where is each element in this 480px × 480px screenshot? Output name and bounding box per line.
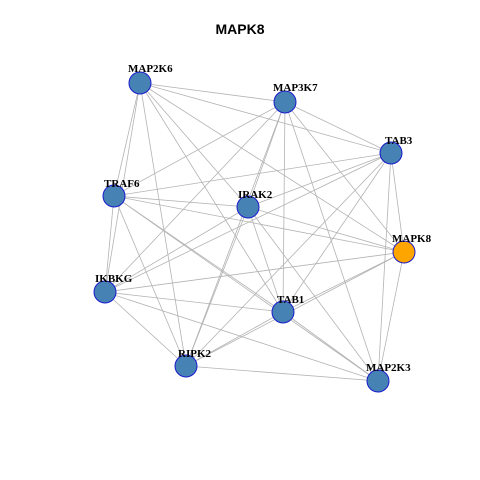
- edge-traf6-ripk2: [113, 195, 187, 367]
- node-layer: [93, 71, 416, 393]
- node-label-ripk2: RIPK2: [178, 348, 212, 360]
- edge-tab1-map2k3: [282, 311, 379, 382]
- edge-traf6-irak2: [113, 195, 249, 208]
- node-mapk8[interactable]: [392, 240, 416, 264]
- edge-map2k6-ikbkg: [104, 82, 141, 293]
- edge-irak2-mapk8: [247, 206, 405, 253]
- edge-map3k7-traf6: [113, 101, 286, 197]
- edge-map3k7-ikbkg: [104, 101, 286, 293]
- node-label-traf6: TRAF6: [104, 178, 140, 190]
- node-label-ikbkg: IKBKG: [95, 273, 133, 285]
- edge-traf6-map2k3: [113, 195, 379, 382]
- edge-ikbkg-tab1: [104, 291, 284, 313]
- node-label-tab1: TAB1: [277, 294, 304, 306]
- node-tab3[interactable]: [379, 141, 403, 165]
- node-map3k7[interactable]: [273, 90, 297, 114]
- node-map2k6[interactable]: [128, 71, 152, 95]
- edge-traf6-ikbkg: [104, 195, 115, 293]
- edge-irak2-ikbkg: [104, 206, 249, 293]
- edge-tab3-mapk8: [390, 152, 405, 253]
- node-label-tab3: TAB3: [385, 135, 413, 147]
- edge-tab1-ripk2: [185, 311, 284, 367]
- edge-map2k6-tab3: [139, 82, 392, 154]
- node-label-map2k3: MAP2K3: [366, 362, 411, 374]
- node-label-map3k7: MAP3K7: [273, 82, 318, 94]
- edge-map2k6-mapk8: [139, 82, 405, 253]
- node-label-mapk8: MAPK8: [392, 233, 432, 245]
- edge-irak2-ripk2: [185, 206, 249, 367]
- edge-tab3-irak2: [247, 152, 392, 208]
- edge-tab3-ikbkg: [104, 152, 392, 293]
- node-ripk2[interactable]: [174, 354, 198, 378]
- edge-layer: [104, 82, 405, 382]
- edge-map2k6-traf6: [113, 82, 141, 197]
- edge-map2k6-ripk2: [139, 82, 187, 367]
- edge-mapk8-map2k3: [377, 251, 405, 382]
- edge-map3k7-ripk2: [185, 101, 286, 367]
- edge-map3k7-mapk8: [284, 101, 405, 253]
- node-tab1[interactable]: [271, 300, 295, 324]
- node-irak2[interactable]: [236, 195, 260, 219]
- graph-title: MAPK8: [215, 21, 265, 37]
- edge-mapk8-ikbkg: [104, 251, 405, 293]
- edge-mapk8-tab1: [282, 251, 405, 313]
- node-label-map2k6: MAP2K6: [128, 63, 173, 75]
- node-traf6[interactable]: [102, 184, 126, 208]
- edge-map3k7-map2k3: [284, 101, 379, 382]
- edge-ripk2-map2k3: [185, 365, 379, 382]
- edge-irak2-map2k3: [247, 206, 379, 382]
- edge-map2k6-map3k7: [139, 82, 286, 103]
- edge-tab3-ripk2: [185, 152, 392, 367]
- edge-tab3-traf6: [113, 152, 392, 197]
- node-label-irak2: IRAK2: [238, 189, 273, 201]
- edge-map3k7-tab3: [284, 101, 392, 154]
- edge-map2k6-tab1: [139, 82, 284, 313]
- edge-ikbkg-ripk2: [104, 291, 187, 367]
- edge-irak2-tab1: [247, 206, 284, 313]
- node-ikbkg[interactable]: [93, 280, 117, 304]
- edge-mapk8-ripk2: [185, 251, 405, 367]
- edge-map3k7-tab1: [282, 101, 286, 313]
- edge-ikbkg-map2k3: [104, 291, 379, 382]
- edge-traf6-mapk8: [113, 195, 405, 253]
- edge-tab3-map2k3: [377, 152, 392, 382]
- edge-map2k6-irak2: [139, 82, 249, 208]
- node-map2k3[interactable]: [366, 369, 390, 393]
